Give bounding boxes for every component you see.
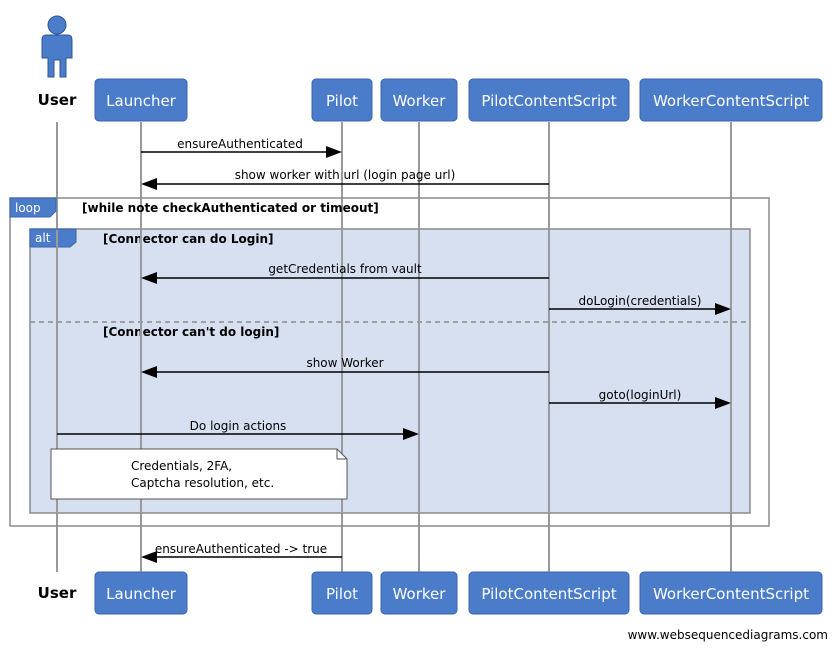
message-label: Do login actions <box>190 419 287 433</box>
loop-frame-border <box>9 197 770 527</box>
message-show-worker: show Worker <box>141 356 549 378</box>
participant-label: PilotContentScript <box>481 585 616 603</box>
arrowhead-left <box>141 551 157 563</box>
user-icon <box>41 15 73 78</box>
arrowhead-right <box>715 303 731 315</box>
participants-top: Launcher Pilot Worker PilotContentScript… <box>94 78 823 122</box>
participant-pilotcs-bottom: PilotContentScript <box>468 571 630 615</box>
participant-label: Worker <box>393 585 447 603</box>
participant-label: Launcher <box>106 92 177 110</box>
loop-tab <box>9 197 57 218</box>
message-get-credentials: getCredentials from vault <box>141 262 549 284</box>
message-ensure-authenticated-true: ensureAuthenticated -> true <box>141 542 342 563</box>
participant-launcher-bottom: Launcher <box>94 571 188 615</box>
message-label: show worker with url (login page url) <box>235 168 456 182</box>
messages: ensureAuthenticated show worker with url… <box>57 137 731 563</box>
arrowhead-right <box>326 146 342 158</box>
message-ensure-authenticated: ensureAuthenticated <box>141 137 342 158</box>
participant-label: Pilot <box>326 585 358 603</box>
alt-guard-can: [Connector can do Login] <box>103 232 274 246</box>
alt-tab <box>29 228 77 248</box>
note-corner-fold <box>336 449 347 460</box>
participant-workercs-top: WorkerContentScript <box>639 78 823 122</box>
actor-label-top: User <box>38 91 77 109</box>
loop-frame: loop [while note checkAuthenticated or t… <box>9 197 770 527</box>
message-label: ensureAuthenticated <box>177 137 303 151</box>
participant-worker-top: Worker <box>380 78 458 122</box>
alt-guard-cannot: [Connector can't do login] <box>103 325 279 339</box>
participant-label: WorkerContentScript <box>653 585 809 603</box>
participant-launcher-top: Launcher <box>94 78 188 122</box>
arrowhead-left <box>141 272 157 284</box>
participant-pilot-bottom: Pilot <box>311 571 373 615</box>
message-label: doLogin(credentials) <box>579 294 702 308</box>
participant-workercs-bottom: WorkerContentScript <box>639 571 823 615</box>
message-label: getCredentials from vault <box>268 262 422 276</box>
loop-guard: [while note checkAuthenticated or timeou… <box>82 201 379 215</box>
participant-label: Worker <box>393 92 447 110</box>
message-label: show Worker <box>306 356 383 370</box>
message-label: ensureAuthenticated -> true <box>155 542 327 556</box>
participant-worker-bottom: Worker <box>380 571 458 615</box>
participant-label: Launcher <box>106 585 177 603</box>
note-line-1: Credentials, 2FA, <box>131 459 232 473</box>
message-show-worker-with-url: show worker with url (login page url) <box>141 168 549 190</box>
note-line-2: Captcha resolution, etc. <box>131 476 274 490</box>
footer-credit: www.websequencediagrams.com <box>627 628 828 642</box>
participant-label: Pilot <box>326 92 358 110</box>
note-box <box>50 448 348 500</box>
actor-top: User <box>38 15 77 109</box>
arrowhead-left <box>141 366 157 378</box>
arrowhead-left <box>141 178 157 190</box>
message-label: goto(loginUrl) <box>599 388 682 402</box>
alt-keyword: alt <box>35 231 51 245</box>
participant-label: PilotContentScript <box>481 92 616 110</box>
participant-label: WorkerContentScript <box>653 92 809 110</box>
message-do-login-actions: Do login actions <box>57 419 419 440</box>
participants-bottom: Launcher Pilot Worker PilotContentScript… <box>94 571 823 615</box>
message-goto-login-url: goto(loginUrl) <box>549 388 731 409</box>
message-do-login: doLogin(credentials) <box>549 294 731 315</box>
arrowhead-right <box>715 397 731 409</box>
actor-label-bottom: User <box>38 584 77 602</box>
participant-pilotcs-top: PilotContentScript <box>468 78 630 122</box>
loop-keyword: loop <box>15 201 41 215</box>
arrowhead-right <box>403 428 419 440</box>
participant-pilot-top: Pilot <box>311 78 373 122</box>
note: Credentials, 2FA, Captcha resolution, et… <box>50 448 348 500</box>
